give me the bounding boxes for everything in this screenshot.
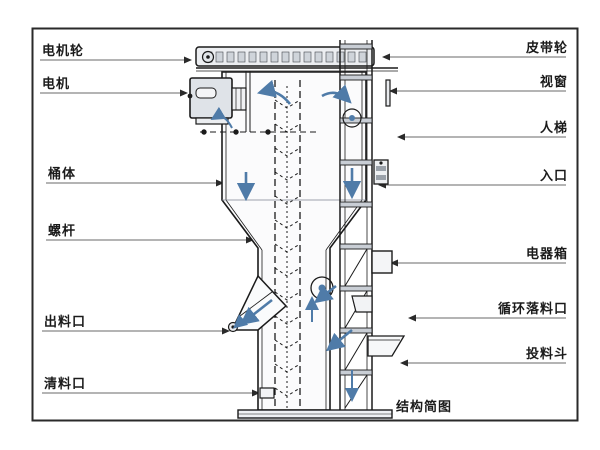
label-feed-hopper: 投料斗 xyxy=(525,347,568,362)
leader-arrowheads-left xyxy=(180,56,260,397)
label-motor: 电机 xyxy=(42,77,71,92)
leader-lines-right xyxy=(384,56,566,364)
belt-pulley xyxy=(201,50,215,64)
belt-cover-housing xyxy=(195,46,398,72)
label-motor-pulley: 电机轮 xyxy=(42,44,85,59)
feed-hopper xyxy=(367,335,406,357)
label-inlet-port: 入口 xyxy=(539,169,568,184)
electrical-box xyxy=(371,250,393,274)
base-plate xyxy=(237,409,393,419)
label-recirculation-port: 循环落料口 xyxy=(497,302,568,317)
sight-glass xyxy=(385,79,391,107)
diagram-caption: 结构简图 xyxy=(396,400,453,415)
leader-lines-left xyxy=(40,59,254,394)
label-screw-shaft: 螺杆 xyxy=(48,224,77,239)
clean-out-port xyxy=(259,387,275,399)
label-belt-pulley: 皮带轮 xyxy=(525,41,568,56)
screw-shaft xyxy=(274,80,301,408)
label-sight-glass: 视窗 xyxy=(539,75,568,90)
inlet-port xyxy=(373,159,389,185)
label-ladder: 人梯 xyxy=(539,121,568,136)
flow-arrows xyxy=(210,79,362,402)
pulley-detail-upper xyxy=(342,108,362,128)
label-vessel-body: 桶体 xyxy=(48,167,77,182)
label-electrical-box: 电器箱 xyxy=(525,247,568,262)
label-clean-out-port: 清料口 xyxy=(44,377,87,392)
support-posts xyxy=(200,71,320,135)
label-discharge-port: 出料口 xyxy=(44,315,87,330)
recirculation-port xyxy=(351,295,373,313)
